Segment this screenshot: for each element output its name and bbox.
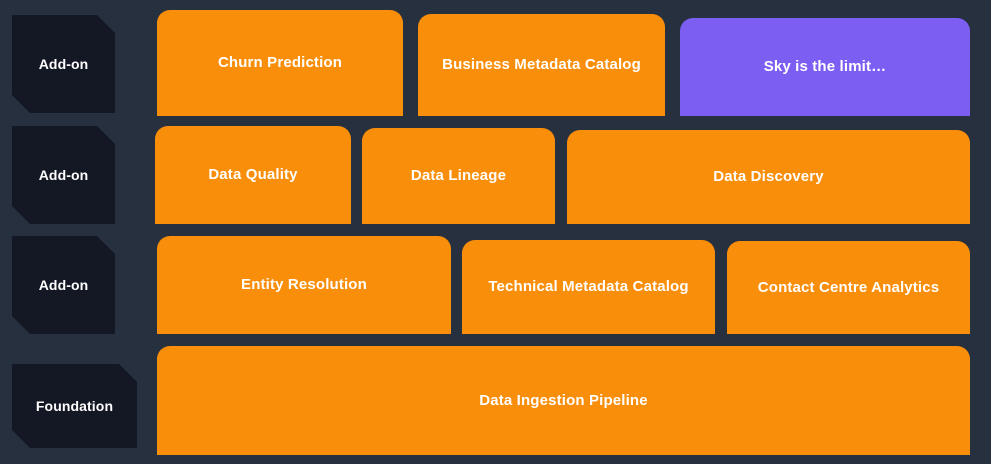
capability-tile-technical-metadata-catalog[interactable]: Technical Metadata Catalog: [462, 240, 715, 334]
capability-tile-label: Data Quality: [208, 166, 298, 183]
capability-tile-label: Churn Prediction: [217, 54, 343, 71]
capability-tile-data-ingestion-pipeline[interactable]: Data Ingestion Pipeline: [157, 346, 970, 455]
capability-tile-contact-centre-analytics[interactable]: Contact Centre Analytics: [727, 241, 970, 334]
tier-label-text: Add-on: [38, 167, 89, 183]
tier-label-text: Add-on: [38, 56, 89, 72]
capability-tile-data-lineage[interactable]: Data Lineage: [362, 128, 555, 224]
capability-tile-sky-is-the-limit[interactable]: Sky is the limit…: [680, 18, 970, 116]
capability-tile-data-discovery[interactable]: Data Discovery: [567, 130, 970, 224]
tier-label-text: Add-on: [38, 277, 89, 293]
capability-tile-label: Technical Metadata Catalog: [488, 278, 689, 295]
tier-label-add-on: Add-on: [12, 126, 115, 224]
capability-tile-label: Data Discovery: [713, 168, 824, 185]
capability-tile-label: Business Metadata Catalog: [442, 56, 641, 73]
tier-label-text: Foundation: [35, 398, 114, 414]
tier-label-foundation: Foundation: [12, 364, 137, 448]
capability-tile-label: Data Ingestion Pipeline: [479, 391, 648, 409]
capability-tile-label: Data Lineage: [410, 167, 507, 184]
capability-tile-data-quality[interactable]: Data Quality: [155, 126, 351, 224]
capability-tile-label: Sky is the limit…: [763, 58, 887, 75]
capability-tile-churn-prediction[interactable]: Churn Prediction: [157, 10, 403, 116]
capability-tile-label: Entity Resolution: [241, 276, 367, 293]
capability-tile-entity-resolution[interactable]: Entity Resolution: [157, 236, 451, 334]
tier-label-add-on: Add-on: [12, 236, 115, 334]
capability-tile-label: Contact Centre Analytics: [757, 278, 940, 296]
tier-label-add-on: Add-on: [12, 15, 115, 113]
capability-tile-business-metadata-catalog[interactable]: Business Metadata Catalog: [418, 14, 665, 116]
